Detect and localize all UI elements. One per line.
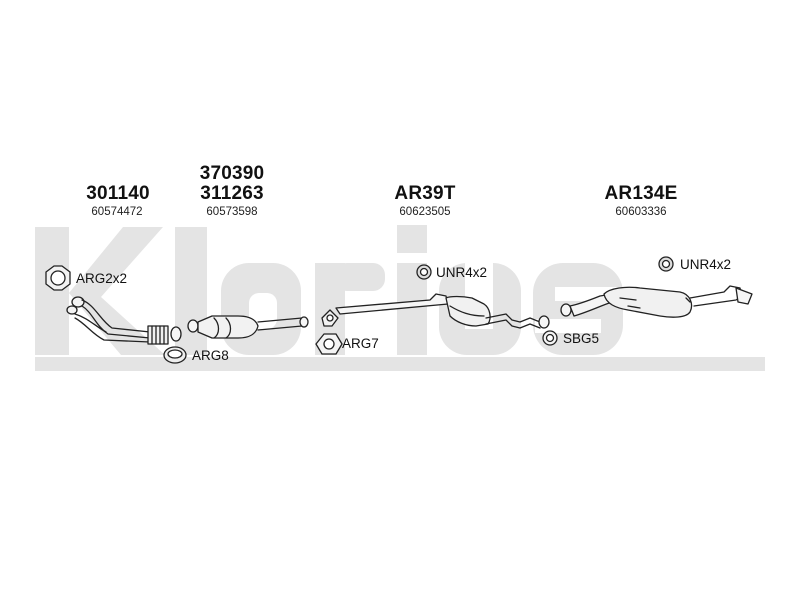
part-number: 370390 [199,163,265,184]
oem-number: 60603336 [615,206,667,218]
rubber-mount-icon [416,264,432,280]
clamp-gasket-icon [45,265,71,291]
front-pipe-part [66,296,182,345]
accessory-label-unr4x2: UNR4x2 [680,257,732,272]
ring-gasket-icon [163,346,187,364]
rear-silencer-part [560,285,753,318]
accessory-label-arg2x2: ARG2x2 [76,271,128,286]
catalytic-converter-part [187,315,309,339]
part-number: 311263 [200,183,264,204]
part-number: 301140 [86,183,150,204]
oem-number: 60623505 [399,206,451,218]
accessory-label-sbg5: SBG5 [563,331,600,346]
middle-silencer-part [335,293,550,329]
accessory-label-unr4x2: UNR4x2 [436,265,488,280]
part-number: AR134E [604,183,678,204]
rubber-mount-icon [658,256,674,272]
part-number: AR39T [394,183,456,204]
oem-number: 60573598 [206,206,258,218]
accessory-label-arg7: ARG7 [342,336,379,351]
oem-number: 60574472 [91,206,143,218]
triangle-gasket-icon [315,309,343,355]
accessory-label-arg8: ARG8 [192,348,229,363]
ring-gasket-icon [542,330,558,346]
